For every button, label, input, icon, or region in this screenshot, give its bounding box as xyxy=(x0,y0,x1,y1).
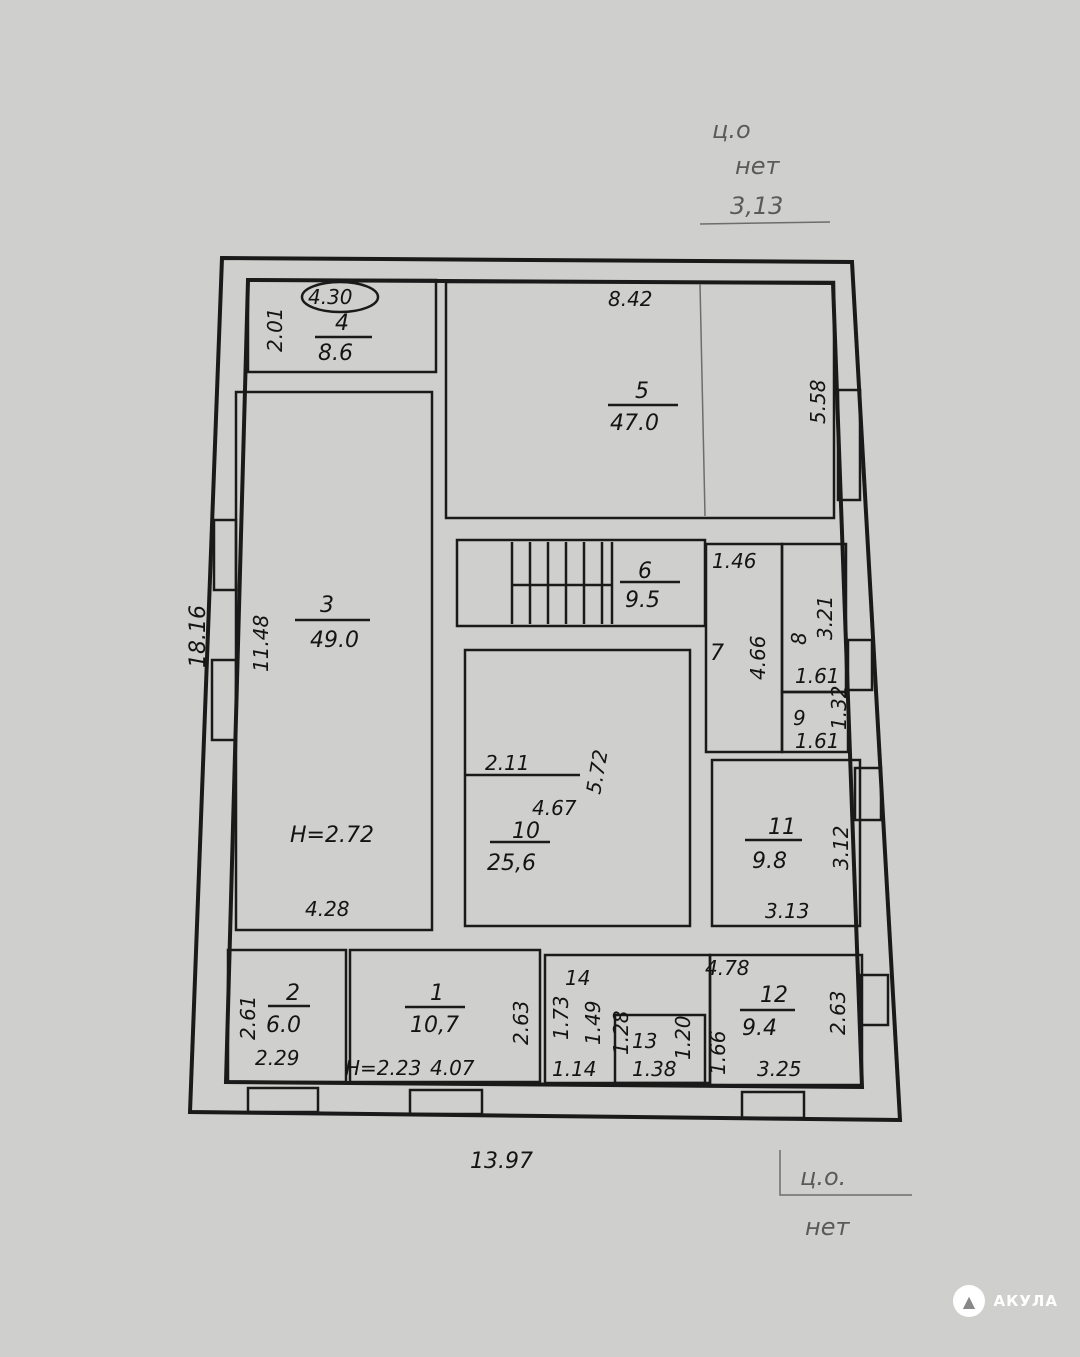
room-dim: 3.12 xyxy=(829,825,853,870)
outer-wall xyxy=(187,255,903,1123)
ceiling-note-top-2: нет xyxy=(735,152,780,180)
room-dim: 5.72 xyxy=(581,748,612,796)
room-dim: 1.46 xyxy=(712,549,757,573)
room-area: 9.8 xyxy=(752,849,787,874)
room-2 xyxy=(226,948,348,1084)
room-dim: 1.49 xyxy=(581,1000,605,1045)
room-number: 3 xyxy=(320,593,334,618)
room-dim: H=2.23 xyxy=(345,1056,421,1080)
room-number: 14 xyxy=(565,966,590,990)
room-dim: 4.78 xyxy=(705,956,750,980)
room-number: 4 xyxy=(335,311,349,336)
room-1 xyxy=(348,948,542,1084)
room-9 xyxy=(780,690,850,754)
shark-icon: ▲ xyxy=(953,1285,986,1317)
watermark-brand: АКУЛА xyxy=(993,1292,1058,1310)
room-dim: 2.63 xyxy=(509,1000,533,1045)
room-11 xyxy=(710,758,862,928)
room-dim: 3.25 xyxy=(757,1057,802,1081)
room-number: 2 xyxy=(286,981,300,1006)
room-dim: 4.07 xyxy=(430,1056,475,1080)
room-number: 11 xyxy=(768,815,796,840)
room-number: 1 xyxy=(430,981,444,1006)
room-dim: 1.14 xyxy=(552,1057,597,1081)
room-dim: 2.63 xyxy=(826,990,850,1035)
room-dim: 4.67 xyxy=(532,796,577,820)
windows xyxy=(210,388,890,1120)
room-area: 6.0 xyxy=(266,1013,301,1038)
room-dim: 2.11 xyxy=(485,751,530,775)
room-10 xyxy=(463,648,692,928)
dim-line-bottom xyxy=(779,1150,912,1196)
dim-line-top xyxy=(699,221,831,225)
room-area: 8.6 xyxy=(318,341,353,366)
room-4 xyxy=(246,278,438,374)
room-area: 9.4 xyxy=(742,1016,777,1041)
room-number: 8 xyxy=(787,632,811,645)
room-dim: 1.20 xyxy=(671,1015,695,1060)
room-dim: 3.13 xyxy=(765,899,810,923)
overall-length: 18.16 xyxy=(186,605,211,668)
room-5 xyxy=(444,280,836,520)
room-dim: 1.61 xyxy=(795,664,840,688)
room-area: 49.0 xyxy=(310,628,359,653)
room-dim: 11.48 xyxy=(249,615,273,672)
room-number: 9 xyxy=(793,706,806,730)
room-number: 5 xyxy=(635,379,649,404)
room-dim: 1.73 xyxy=(549,995,573,1040)
ceiling-note-top: ц.о xyxy=(712,116,751,144)
room-dim: 1.32 xyxy=(827,685,851,730)
ext-dim-top: 3,13 xyxy=(730,192,783,220)
room-number: 10 xyxy=(512,819,540,844)
room-13 xyxy=(613,1013,707,1085)
room-dim: 1.66 xyxy=(706,1030,730,1075)
room-dim: 4.30 xyxy=(308,285,353,309)
room-dim: 3.21 xyxy=(813,595,837,640)
room-dim: 4.66 xyxy=(746,635,770,680)
overall-width: 13.97 xyxy=(470,1149,533,1174)
ceiling-note-bottom: ц.о. xyxy=(800,1163,846,1191)
watermark-logo: ▲ АКУЛА xyxy=(953,1285,1058,1317)
stairs xyxy=(510,542,614,624)
ceiling-note-bottom-2: нет xyxy=(805,1213,850,1241)
room-dim: 2.01 xyxy=(263,307,287,352)
room-area: 9.5 xyxy=(625,588,660,613)
room-area: 25,6 xyxy=(487,851,536,876)
room-dim: 1.61 xyxy=(795,729,840,753)
room-dim: 2.29 xyxy=(255,1046,300,1070)
room-dim: 5.58 xyxy=(806,379,830,424)
room-12 xyxy=(708,953,864,1087)
room-number: 6 xyxy=(638,559,652,584)
room-area: 10,7 xyxy=(410,1013,459,1038)
room-dim: 2.61 xyxy=(236,995,260,1040)
room-area: 47.0 xyxy=(610,411,659,436)
room-dim: 8.42 xyxy=(608,287,653,311)
room-number: 12 xyxy=(760,983,788,1008)
room-number: 7 xyxy=(710,641,724,666)
room-dim: 4.28 xyxy=(305,897,350,921)
room-number: 13 xyxy=(632,1029,657,1053)
room-dim: H=2.72 xyxy=(290,823,374,848)
room-dim: 1.28 xyxy=(609,1010,633,1055)
room-dim: 1.38 xyxy=(632,1057,677,1081)
